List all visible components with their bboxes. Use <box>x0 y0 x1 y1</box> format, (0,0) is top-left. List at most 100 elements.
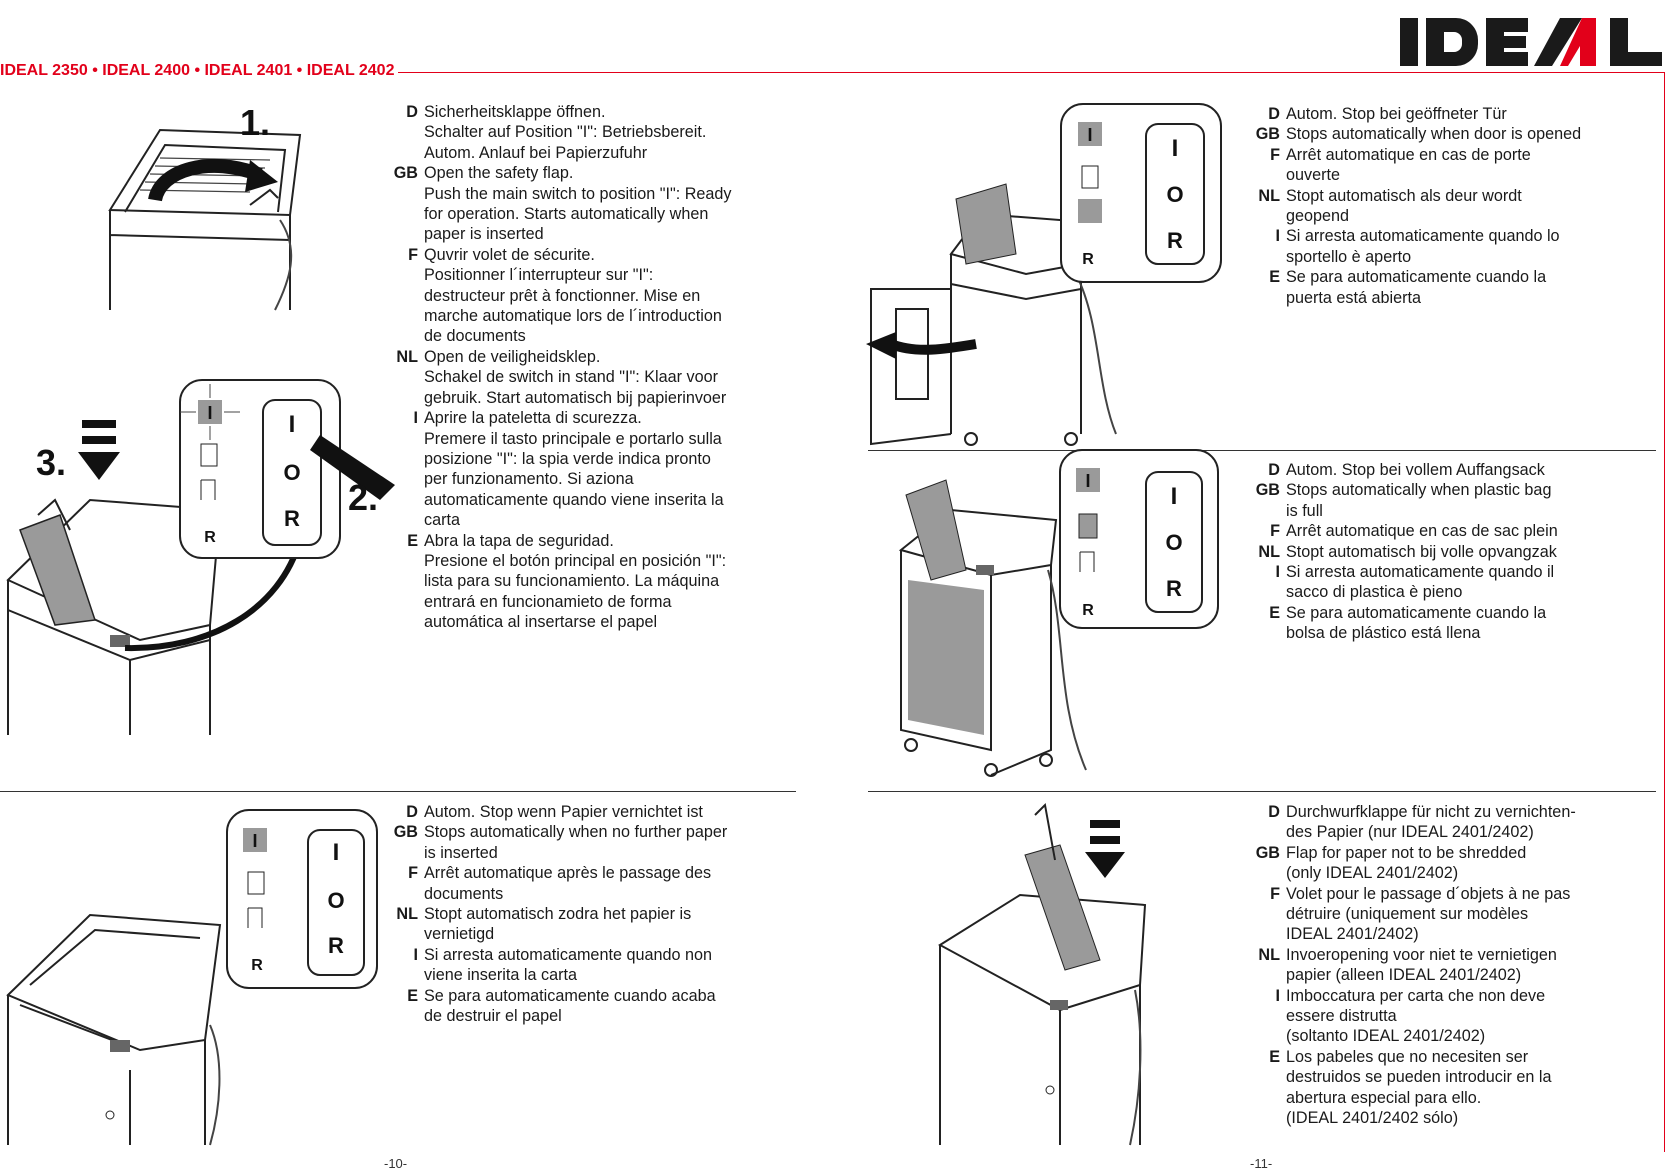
instructions-bag-full: D Autom. Stop bei vollem Auffangsack GB St… <box>1238 460 1623 644</box>
page-number: -11- <box>1250 1156 1273 1171</box>
switch-r-label: R <box>284 506 300 531</box>
lang-code: I <box>413 409 419 428</box>
switch-o-label: O <box>327 888 344 913</box>
shredder-switch-on-illustration: 3. I R I O R 2. <box>6 379 395 735</box>
instruction-text: Invoeropening voor niet te vernietigen p… <box>1286 945 1557 985</box>
instruction-text: Si arresta automaticamente quando il sac… <box>1286 563 1555 602</box>
switch-o-label: O <box>283 460 300 485</box>
switch-i-label: I <box>333 839 340 866</box>
switch-i-label: I <box>1172 135 1179 162</box>
lang-code: E <box>1269 268 1280 287</box>
lang-code: GB <box>393 164 418 183</box>
instruction-text: Stops automatically when no further pape… <box>424 823 728 862</box>
switch-i-label: I <box>1171 483 1178 510</box>
header-title: IDEAL 2350 • IDEAL 2400 • IDEAL 2401 • I… <box>0 62 399 80</box>
instructions-door-stop: D Autom. Stop bei geöffneter Tür GB Stops … <box>1238 104 1623 308</box>
panel-r-label: R <box>204 529 216 546</box>
instructions-bypass-flap: D Durchwurfklappe für nicht zu vernichten… <box>1238 802 1623 1129</box>
panel-i-indicator: I <box>1085 471 1090 491</box>
panel-i-indicator: I <box>207 403 212 423</box>
lang-code: I <box>1275 986 1281 1005</box>
lang-code: I <box>413 945 419 964</box>
instruction-text: Autom. Stop wenn Papier vernichtet ist <box>424 803 703 821</box>
instruction-text: Arrêt automatique en cas de porte ouvert… <box>1286 145 1531 185</box>
panel-r-label: R <box>251 957 263 974</box>
lang-code: D <box>1268 803 1280 821</box>
panel-r-label: R <box>1082 251 1094 268</box>
instruction-text: Se para automaticamente cuando la puerta… <box>1286 268 1547 307</box>
instruction-text: Stopt automatisch als deur wordt geopend <box>1286 186 1522 226</box>
lang-code: E <box>1269 1047 1280 1066</box>
lang-code: D <box>1268 105 1280 123</box>
instruction-text: Los pabeles que no necesiten ser destrui… <box>1286 1047 1552 1128</box>
switch-o-label: O <box>1165 530 1182 555</box>
switch-r-label: R <box>1166 576 1182 601</box>
instruction-text: Si arresta automaticamente quando non vi… <box>424 945 712 985</box>
section-divider <box>868 791 1656 792</box>
lang-code: D <box>406 803 418 821</box>
switch-o-label: O <box>1166 182 1183 207</box>
lang-code: NL <box>1258 945 1280 964</box>
instruction-text: Se para automaticamente cuando la bolsa … <box>1286 603 1547 643</box>
instruction-text: Abra la tapa de seguridad. Presione el b… <box>424 531 727 632</box>
section-divider <box>0 791 796 792</box>
lang-code: D <box>406 103 418 121</box>
instruction-text: Flap for paper not to be shredded (only … <box>1286 843 1527 883</box>
lang-code: E <box>1269 603 1280 622</box>
switch-r-label: R <box>328 933 344 958</box>
instruction-text: Sicherheitsklappe öffnen. Schalter auf P… <box>424 103 707 162</box>
shredder-bypass-flap-illustration <box>938 802 1147 1146</box>
switch-r-label: R <box>1167 228 1183 253</box>
lang-code: I <box>1275 227 1281 246</box>
lang-code: NL <box>1258 542 1280 561</box>
instruction-text: Durchwurfklappe für nicht zu vernichten-… <box>1286 803 1576 842</box>
instruction-text: Stops automatically when plastic bag is … <box>1286 481 1552 520</box>
panel-r-label: R <box>1082 602 1094 619</box>
header-rule <box>0 72 1665 73</box>
instruction-text: Quvrir volet de sécurite. Positionner l´… <box>424 245 722 346</box>
lang-code: GB <box>1255 843 1280 862</box>
step-1-label: 1. <box>240 102 270 143</box>
instruction-text: Stopt automatisch bij volle opvangzak <box>1286 542 1557 561</box>
instruction-text: Stops automatically when door is opened <box>1286 125 1582 144</box>
panel-i-indicator: I <box>252 831 257 851</box>
lang-code: NL <box>1258 186 1280 205</box>
lang-code: F <box>408 864 418 883</box>
lang-code: GB <box>1255 481 1280 500</box>
instruction-text: Imboccatura per carta che non deve esser… <box>1286 986 1546 1046</box>
lang-code: NL <box>396 347 418 366</box>
shredder-flap-open-illustration: 1. <box>108 102 302 311</box>
section-divider <box>868 450 1656 451</box>
lang-code: D <box>1268 461 1280 479</box>
lang-code: GB <box>1255 125 1280 144</box>
ideal-logo <box>1400 18 1662 66</box>
shredder-door-open-illustration: I R I O R <box>866 103 1222 446</box>
step-2-label: 2. <box>348 477 378 518</box>
switch-i-label: I <box>289 411 296 438</box>
lang-code: E <box>407 986 418 1005</box>
instruction-text: Stopt automatisch zodra het papier is ve… <box>424 905 692 944</box>
lang-code: F <box>1270 884 1280 903</box>
step-3-label: 3. <box>36 442 66 483</box>
instruction-text: Se para automaticamente cuando acaba de … <box>424 986 716 1026</box>
lang-code: E <box>407 531 418 550</box>
page-number: -10- <box>384 1156 408 1171</box>
instruction-text: Arrêt automatique après le passage des d… <box>424 864 712 903</box>
shredder-bag-full-illustration: I R I O R <box>898 449 1219 777</box>
lang-code: NL <box>396 905 418 924</box>
lang-code: F <box>408 245 418 264</box>
instructions-step-1-3: D Sicherheitsklappe öffnen. Schalter auf … <box>376 102 761 633</box>
instruction-text: Autom. Stop bei geöffneter Tür <box>1286 105 1507 123</box>
lang-code: GB <box>393 823 418 842</box>
instruction-text: Autom. Stop bei vollem Auffangsack <box>1286 461 1545 479</box>
lang-code: I <box>1275 563 1281 582</box>
shredder-auto-stop-illustration: I R I O R <box>6 809 378 1146</box>
instruction-text: Aprire la pateletta di scurezza. Premere… <box>424 409 724 530</box>
panel-i-indicator: I <box>1087 125 1092 145</box>
instruction-text: Open de veiligheidsklep. Schakel de swit… <box>424 347 727 407</box>
lang-code: F <box>1270 522 1280 541</box>
instruction-text: Arrêt automatique en cas de sac plein <box>1286 522 1558 541</box>
instruction-text: Volet pour le passage d´objets à ne pas … <box>1286 884 1571 944</box>
lang-code: F <box>1270 145 1280 164</box>
